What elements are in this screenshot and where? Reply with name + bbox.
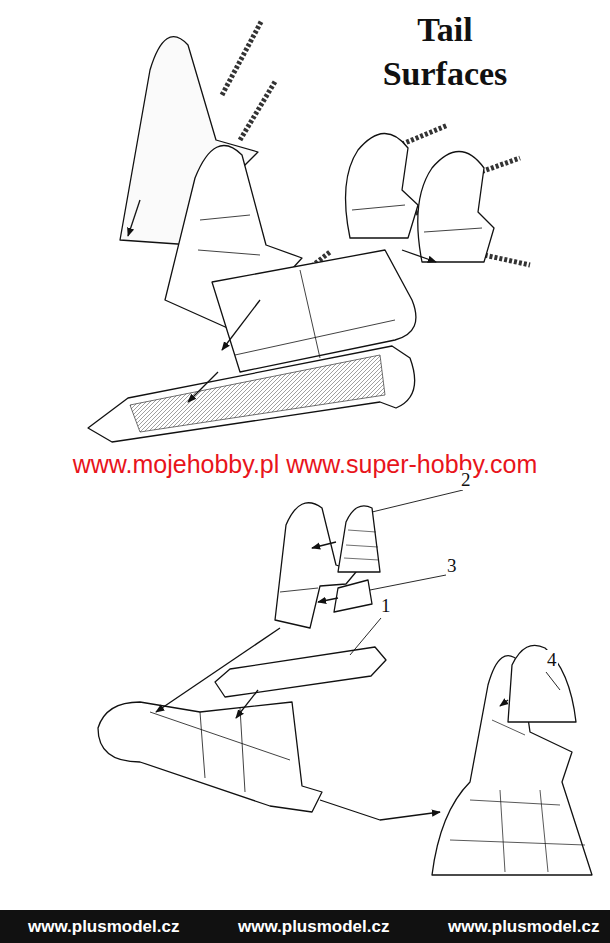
footer-url: www.plusmodel.cz [238, 916, 389, 938]
callout-number: 4 [546, 650, 558, 670]
callout-number: 2 [460, 470, 472, 490]
footer-url: www.plusmodel.cz [28, 916, 179, 938]
callout-number: 1 [380, 596, 392, 616]
footer-url: www.plusmodel.cz [448, 916, 599, 938]
callout-number: 3 [446, 556, 458, 576]
title: Tail Surfaces [355, 8, 535, 96]
